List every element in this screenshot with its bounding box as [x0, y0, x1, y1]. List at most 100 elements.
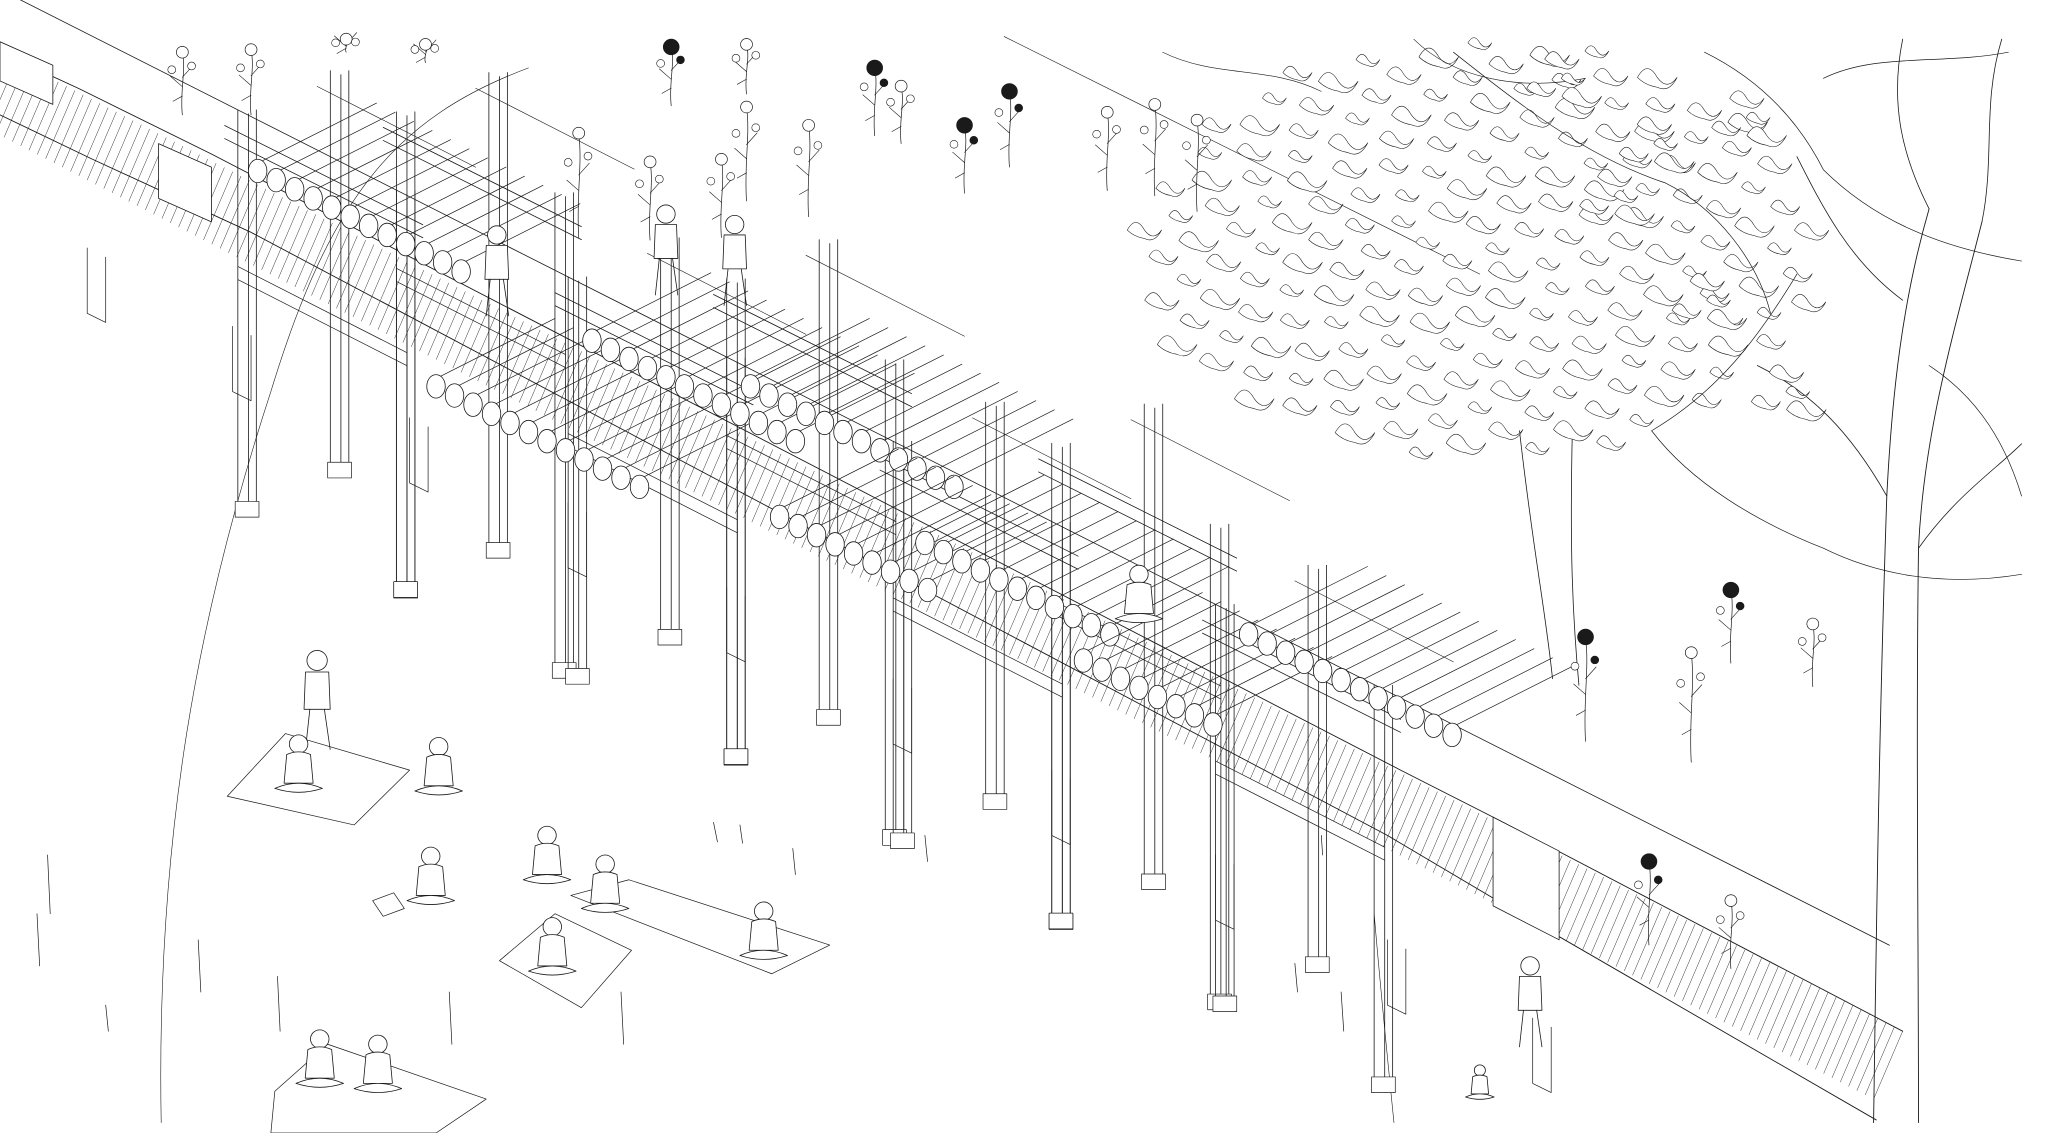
log-end	[427, 375, 445, 398]
person-figure-icon	[304, 650, 330, 749]
deck-board	[1267, 719, 1296, 787]
log-end	[575, 448, 593, 471]
deck-board	[1317, 745, 1346, 813]
leaf	[1553, 421, 1593, 441]
leaf	[1572, 336, 1606, 354]
head	[596, 855, 614, 873]
leaf	[1179, 232, 1219, 252]
deck-board	[1367, 770, 1396, 838]
flower-bud	[1818, 634, 1826, 642]
grass-tick	[1295, 963, 1298, 992]
flower-bud	[188, 62, 196, 70]
log-roof	[427, 318, 759, 498]
log-end	[1074, 649, 1092, 672]
leaf	[1240, 272, 1269, 287]
flower-icon	[237, 44, 265, 115]
torso	[1518, 976, 1542, 1010]
deck-board	[1259, 715, 1288, 783]
ground-curve-east	[1374, 914, 1394, 1123]
timber-frame	[1039, 404, 1290, 1010]
deck-board	[461, 304, 490, 372]
deck-board	[1741, 963, 1770, 1031]
deck-board	[1433, 805, 1462, 873]
deck-board	[1674, 929, 1703, 997]
deck-board	[212, 176, 241, 244]
deck-board	[1118, 642, 1147, 710]
flower-icon	[657, 39, 685, 106]
flower-bud	[732, 129, 740, 137]
log-end	[248, 159, 266, 182]
deck-board	[1458, 817, 1487, 885]
leaf	[1493, 328, 1517, 340]
leaf	[1333, 161, 1367, 179]
log-end	[285, 178, 303, 201]
leaf	[1707, 295, 1731, 307]
log-end	[852, 429, 870, 452]
leaf	[1488, 262, 1528, 282]
tree-icon	[1127, 38, 1828, 686]
leaf	[1351, 188, 1380, 203]
deck-board	[120, 129, 149, 197]
timber-frames	[225, 71, 1571, 1093]
deck-post	[1387, 940, 1405, 1014]
leaf	[1180, 314, 1209, 329]
deck-board	[1865, 1027, 1894, 1095]
deck-board	[1716, 950, 1745, 1018]
leaf	[1598, 169, 1632, 187]
leaf	[1206, 254, 1240, 272]
deck-board	[1375, 775, 1404, 843]
deck-board	[1558, 869, 1587, 937]
deck-board	[1309, 740, 1338, 808]
head	[543, 918, 561, 936]
leaf	[1672, 304, 1701, 319]
legs	[415, 786, 463, 795]
log-end	[1387, 696, 1405, 719]
deck-board	[1757, 971, 1786, 1039]
deck-board	[270, 206, 299, 274]
leaf	[1786, 386, 1810, 398]
leaf	[1443, 254, 1472, 269]
flower-icon	[794, 119, 822, 216]
grass-tick	[1341, 992, 1344, 1031]
deck-board	[1699, 941, 1728, 1009]
deck-board	[611, 381, 640, 449]
timber-frame	[1202, 565, 1453, 1092]
log-end	[378, 223, 396, 246]
log-end	[1064, 604, 1082, 627]
leaf	[1289, 373, 1313, 385]
deck-board	[1766, 976, 1795, 1044]
flower-head	[340, 33, 352, 45]
leaf	[1262, 93, 1286, 105]
flower-bud	[970, 136, 978, 144]
leaf	[1200, 289, 1240, 309]
flower-head	[1685, 647, 1697, 659]
leaf	[1192, 171, 1232, 191]
leaf	[1468, 402, 1492, 414]
log-end	[415, 241, 433, 264]
leaf	[1392, 106, 1432, 126]
flower-head	[1191, 114, 1203, 126]
head	[429, 737, 447, 755]
person-figure-icon	[740, 902, 788, 959]
deck-board	[1649, 916, 1678, 984]
leaf	[1295, 343, 1329, 361]
flower-bud	[752, 124, 760, 132]
flower-bud	[1697, 673, 1705, 681]
deck-board	[519, 334, 548, 402]
flower-bud	[1183, 142, 1191, 150]
log-end	[519, 420, 537, 443]
log-end	[797, 402, 815, 425]
log-end	[786, 429, 804, 452]
deck-board	[403, 275, 432, 343]
leaf	[1283, 398, 1317, 416]
leaf	[1244, 366, 1273, 381]
leaf	[1379, 131, 1413, 149]
flower-head	[1002, 84, 1018, 100]
deck-board	[702, 428, 731, 496]
deck-board	[395, 270, 424, 338]
leaf	[1384, 421, 1418, 439]
log-end	[638, 356, 656, 379]
log-end	[1424, 714, 1442, 737]
deck-board	[1417, 796, 1446, 864]
tree-canopy	[1127, 38, 1828, 459]
